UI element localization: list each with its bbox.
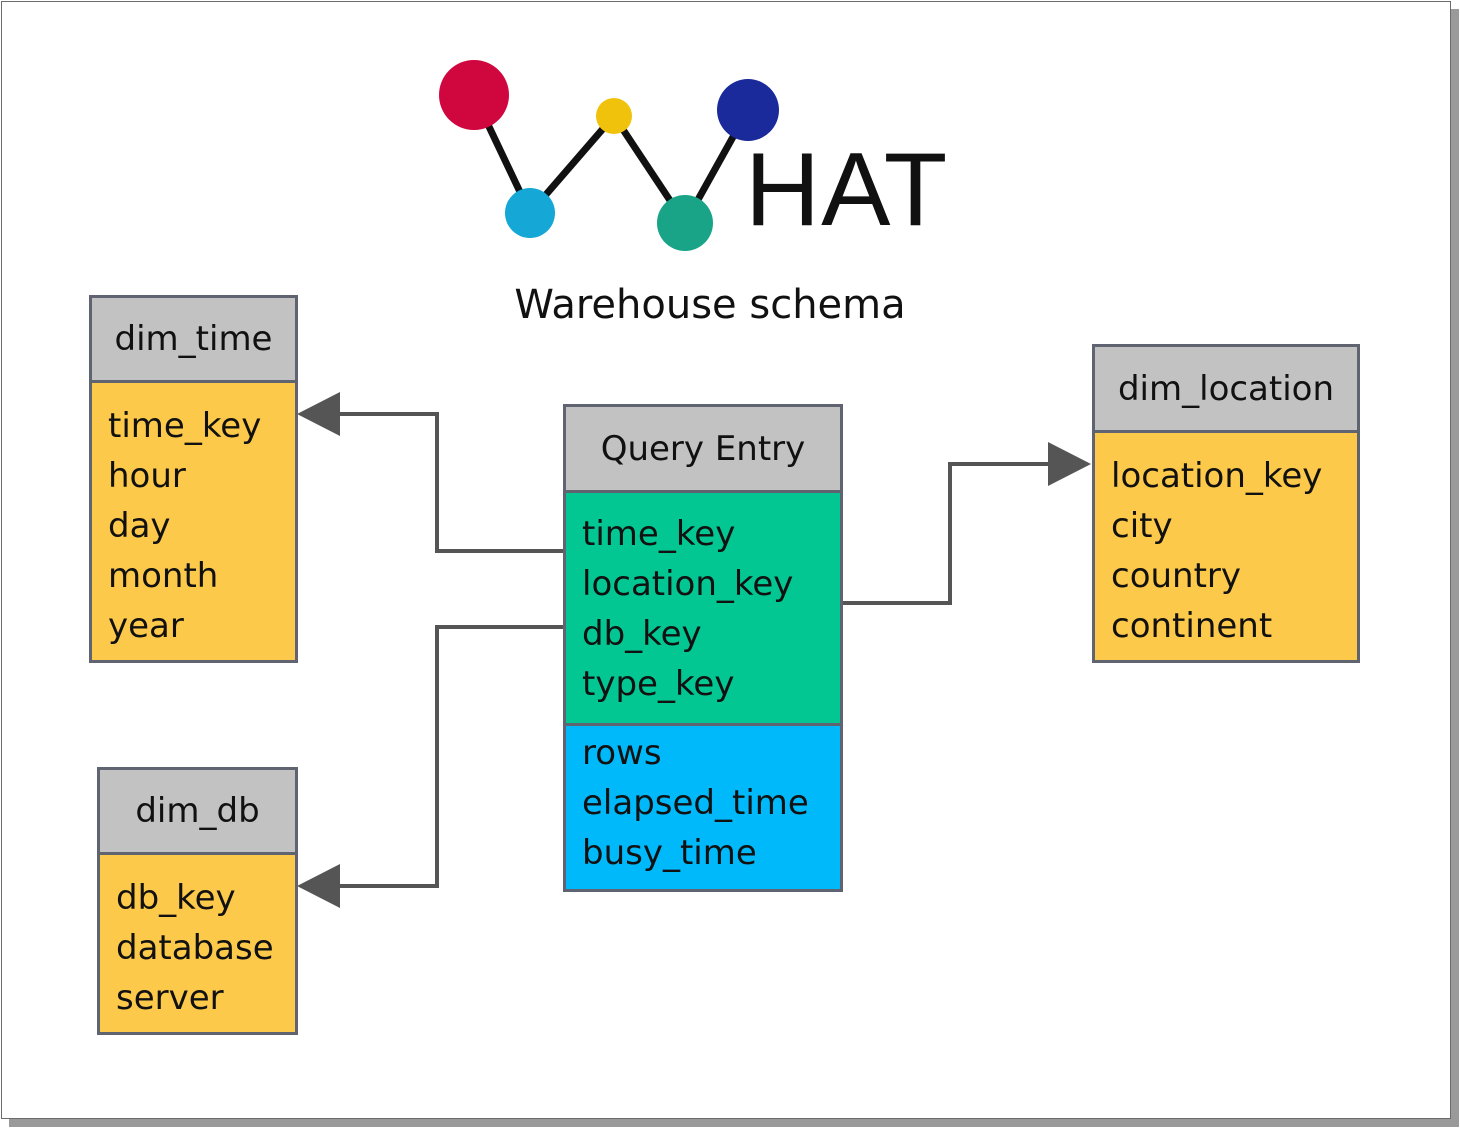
field-city: city: [1111, 506, 1173, 546]
field-location-key: location_key: [1111, 456, 1323, 496]
field-location-key: location_key: [582, 564, 794, 604]
field-server: server: [116, 978, 224, 1018]
logo-dot-red: [439, 60, 509, 130]
field-month: month: [108, 556, 219, 596]
table-dim-location: dim_location location_key city country c…: [1092, 344, 1360, 663]
field-busy-time: busy_time: [582, 833, 757, 873]
field-year: year: [108, 606, 184, 646]
table-fields: db_key database server: [100, 855, 295, 1032]
field-rows: rows: [582, 733, 662, 773]
table-fields: location_key city country continent: [1095, 433, 1357, 660]
table-measure-fields: rows elapsed_time busy_time: [566, 726, 840, 889]
table-query-entry: Query Entry time_key location_key db_key…: [563, 404, 843, 892]
diagram-title: Warehouse schema: [514, 282, 906, 328]
field-continent: continent: [1111, 606, 1273, 646]
field-elapsed-time: elapsed_time: [582, 783, 809, 823]
logo-dot-cyan: [505, 188, 555, 238]
table-header: dim_location: [1095, 347, 1357, 433]
what-logo-icon: [439, 60, 779, 251]
table-header: dim_db: [100, 770, 295, 855]
table-header: dim_time: [92, 298, 295, 383]
table-dim-db: dim_db db_key database server: [97, 767, 298, 1035]
field-country: country: [1111, 556, 1242, 596]
logo-wordmark: HAT: [745, 132, 949, 248]
logo-dot-green: [657, 195, 713, 251]
field-type-key: type_key: [582, 664, 735, 704]
field-database: database: [116, 928, 274, 968]
table-key-fields: time_key location_key db_key type_key: [566, 493, 840, 726]
table-dim-time: dim_time time_key hour day month year: [89, 295, 298, 663]
field-db-key: db_key: [116, 878, 236, 918]
table-header: Query Entry: [566, 407, 840, 493]
field-day: day: [108, 506, 171, 546]
table-fields: time_key hour day month year: [92, 383, 295, 660]
field-db-key: db_key: [582, 614, 702, 654]
field-time-key: time_key: [582, 514, 736, 554]
field-time-key: time_key: [108, 406, 262, 446]
logo-dot-yellow: [596, 98, 632, 134]
logo-dot-navy: [717, 79, 779, 141]
field-hour: hour: [108, 456, 186, 496]
